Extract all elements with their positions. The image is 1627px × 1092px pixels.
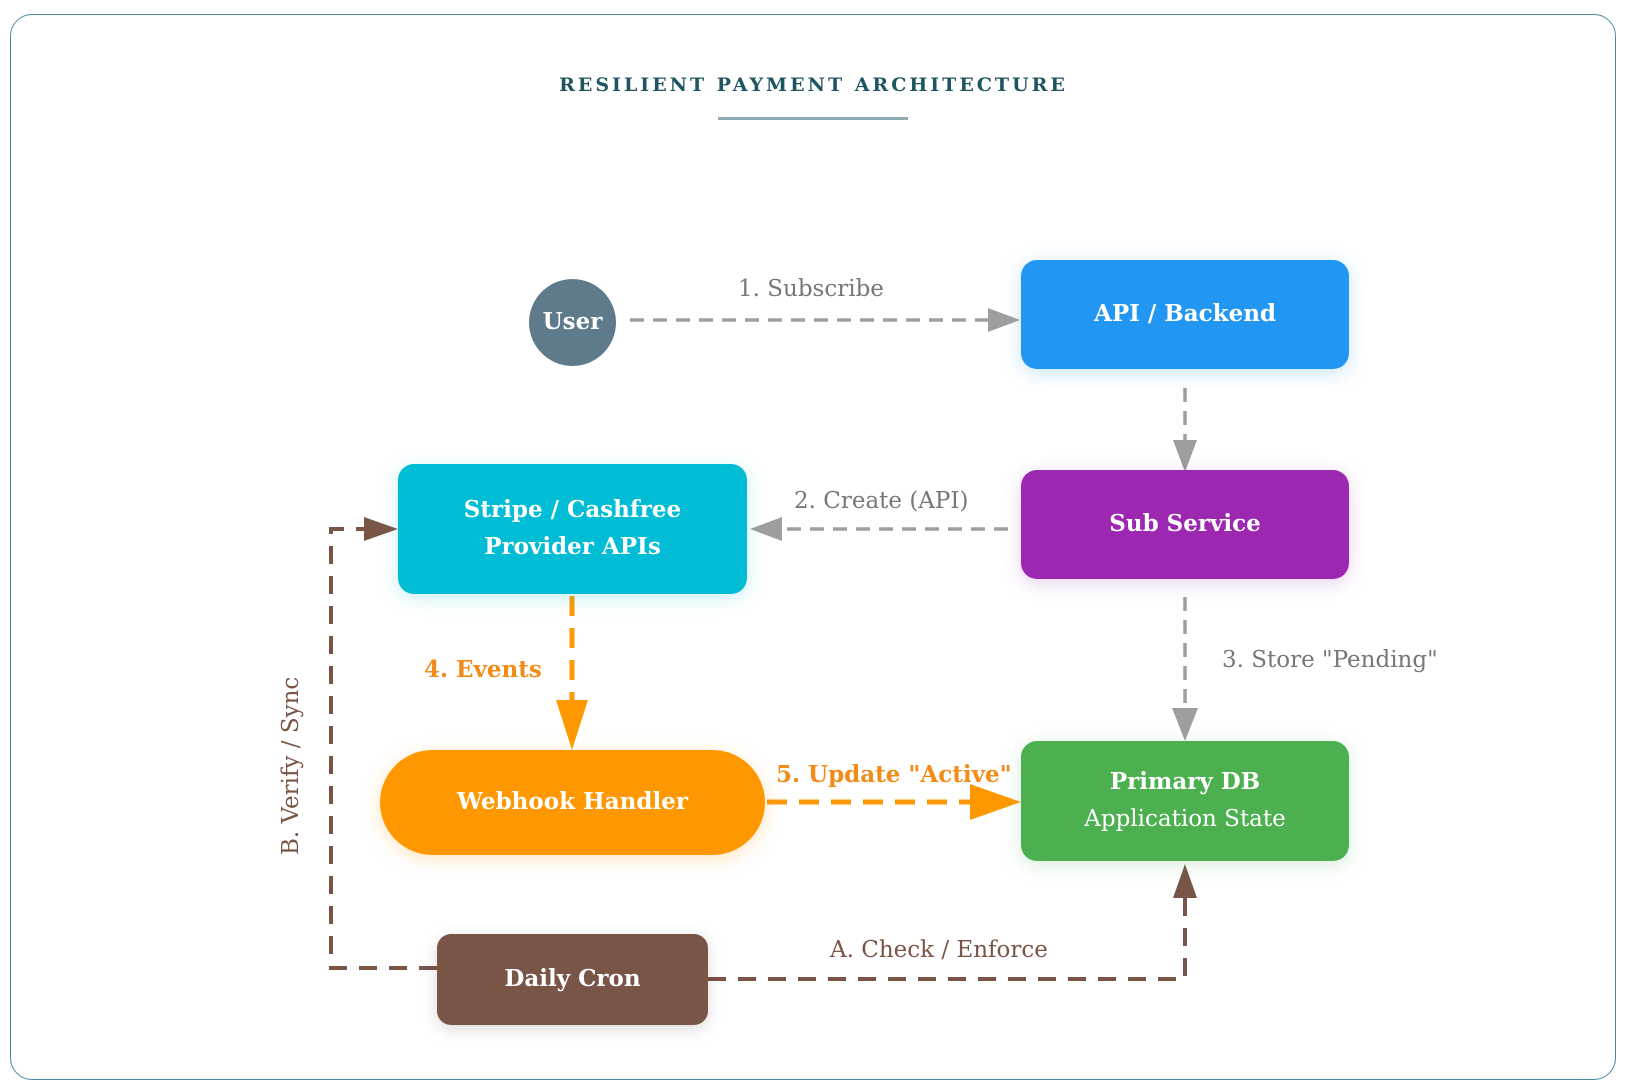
- diagram-title: RESILIENT PAYMENT ARCHITECTURE: [559, 74, 1068, 96]
- node-db-line1: Primary DB: [1109, 768, 1261, 796]
- node-sub-label: Sub Service: [1109, 510, 1261, 538]
- node-webhook-label: Webhook Handler: [457, 788, 688, 816]
- arrowhead-check: [1173, 864, 1197, 898]
- node-stripe-line2: Provider APIs: [484, 533, 661, 560]
- node-sub-service[interactable]: Sub Service: [1021, 470, 1349, 579]
- edge-check: [708, 898, 1187, 981]
- arrowhead-subscribe: [988, 308, 1020, 332]
- arrowhead-events: [556, 700, 588, 750]
- edge-verify: [329, 527, 437, 970]
- node-stripe-line1: Stripe / Cashfree: [463, 496, 682, 524]
- node-db-line2: Application State: [1084, 806, 1286, 832]
- arrowhead-verify: [364, 517, 398, 541]
- node-primary-db[interactable]: Primary DB Application State: [1021, 741, 1349, 861]
- edge-label-update: 5. Update "Active": [776, 761, 1012, 788]
- arrowhead-api-to-sub: [1173, 440, 1197, 472]
- arrowhead-update: [970, 784, 1021, 820]
- node-user[interactable]: User: [529, 279, 616, 366]
- edge-label-store: 3. Store "Pending": [1222, 647, 1438, 673]
- node-api-label: API / Backend: [1093, 300, 1277, 328]
- arrowhead-create: [750, 517, 782, 541]
- edge-label-create: 2. Create (API): [794, 488, 969, 514]
- title-underline: [718, 117, 908, 120]
- node-webhook-handler[interactable]: Webhook Handler: [380, 750, 765, 855]
- edge-label-events: 4. Events: [424, 656, 542, 683]
- node-cron-label: Daily Cron: [504, 965, 641, 993]
- edge-label-check: A. Check / Enforce: [830, 937, 1048, 963]
- node-daily-cron[interactable]: Daily Cron: [437, 934, 708, 1025]
- edge-label-verify: B. Verify / Sync: [278, 676, 304, 855]
- arrowhead-store: [1172, 708, 1198, 741]
- node-api-backend[interactable]: API / Backend: [1021, 260, 1349, 369]
- edge-label-subscribe: 1. Subscribe: [738, 276, 884, 302]
- node-provider-apis[interactable]: Stripe / Cashfree Provider APIs: [398, 464, 747, 594]
- node-user-label: User: [542, 308, 603, 336]
